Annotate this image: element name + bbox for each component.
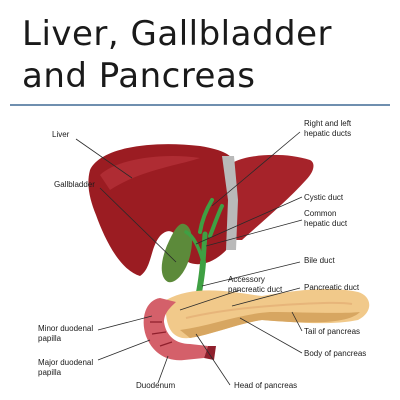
label-common-hepatic-1: Common: [304, 209, 336, 218]
label-hepatic-ducts-2: hepatic ducts: [304, 129, 351, 138]
label-cystic-duct: Cystic duct: [304, 193, 344, 202]
leader-major-papilla: [97, 339, 151, 361]
leader-bile-duct: [201, 261, 301, 287]
leader-lines: [75, 131, 303, 386]
label-accessory-duct-1: Accessory: [228, 275, 265, 284]
labels: Liver Gallbladder Right and left hepatic…: [38, 119, 366, 390]
label-minor-papilla-2: papilla: [38, 334, 62, 343]
leader-head: [195, 333, 231, 386]
label-hepatic-ducts-1: Right and left: [304, 119, 352, 128]
label-head-pancreas: Head of pancreas: [234, 381, 297, 390]
label-common-hepatic-2: hepatic duct: [304, 219, 348, 228]
leader-hepatic-ducts: [211, 131, 301, 207]
label-duodenum: Duodenum: [136, 381, 175, 390]
leader-liver: [75, 138, 133, 179]
label-body-pancreas: Body of pancreas: [304, 349, 366, 358]
label-minor-papilla-1: Minor duodenal: [38, 324, 93, 333]
label-major-papilla-2: papilla: [38, 368, 62, 377]
leader-pancreatic-duct: [231, 287, 301, 307]
gallbladder: [161, 223, 192, 283]
title-line-1: Liver, Gallbladder: [22, 14, 333, 54]
title-divider: [10, 104, 390, 106]
title-line-2: and Pancreas: [22, 56, 256, 96]
label-liver: Liver: [52, 130, 70, 139]
leader-duodenum: [157, 355, 169, 384]
label-tail-pancreas: Tail of pancreas: [304, 327, 360, 336]
leader-accessory-duct: [179, 289, 241, 311]
leader-minor-papilla: [97, 315, 153, 331]
pancreatic-duct: [185, 301, 353, 319]
right-hepatic-duct: [198, 198, 214, 234]
label-gallbladder: Gallbladder: [54, 180, 95, 189]
liver-highlight: [100, 155, 200, 190]
leader-gallbladder: [99, 187, 177, 263]
leader-common-hepatic: [205, 219, 303, 247]
leader-tail: [291, 311, 303, 332]
falciform-ligament: [222, 156, 238, 250]
label-major-papilla-1: Major duodenal: [38, 358, 93, 367]
duodenum: [143, 298, 216, 361]
leader-cystic-duct: [195, 196, 303, 245]
label-bile-duct: Bile duct: [304, 256, 335, 265]
duodenum-wall: [143, 298, 208, 361]
pancreas: [165, 289, 370, 339]
duodenum-inner: [204, 346, 216, 360]
pancreas-shadow: [180, 312, 360, 338]
left-hepatic-duct: [208, 204, 224, 238]
duodenum-folds: [150, 321, 173, 347]
leader-body: [239, 317, 303, 354]
label-pancreatic-duct: Pancreatic duct: [304, 283, 360, 292]
label-accessory-duct-2: pancreatic duct: [228, 285, 283, 294]
